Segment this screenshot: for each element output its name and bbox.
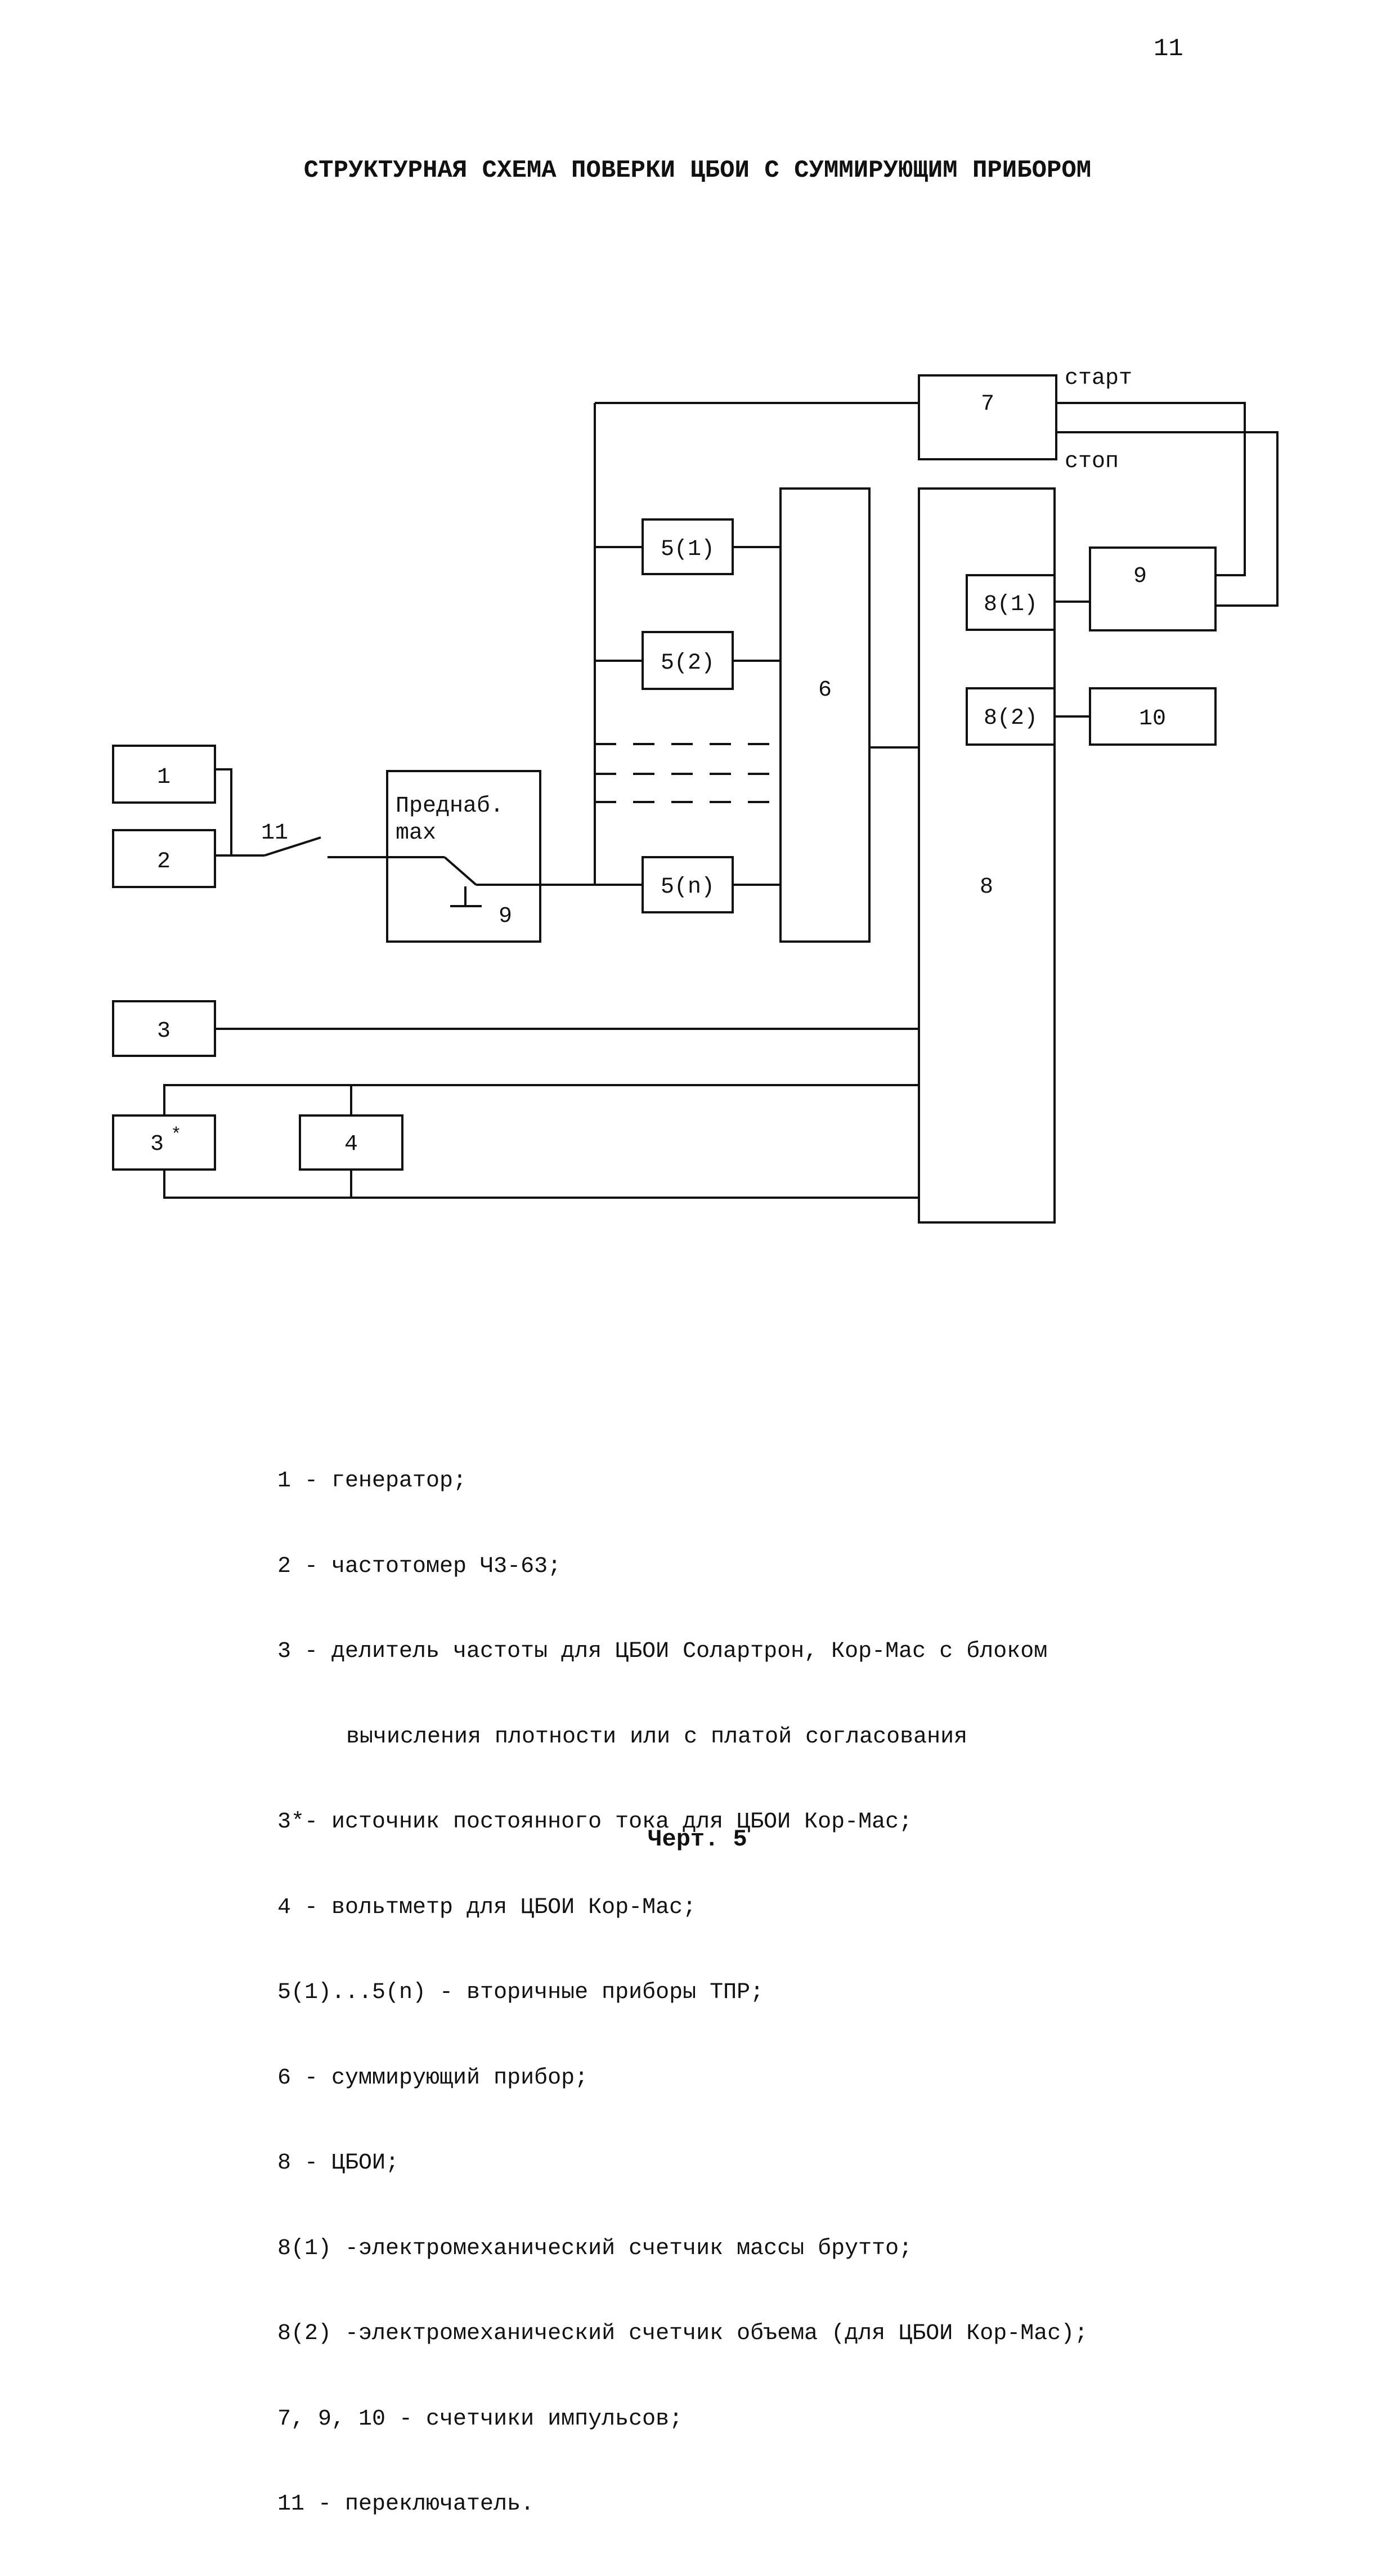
wire-3star-4-top xyxy=(163,1084,919,1115)
legend-item: 2 - частотомер Ч3-63; xyxy=(277,1553,562,1579)
block-5-2: 5(2) xyxy=(642,631,734,690)
preset-label-line1: Преднаб. xyxy=(396,794,504,819)
block-8-1: 8(1) xyxy=(966,574,1056,631)
block-7: 7 xyxy=(918,374,1057,460)
start-label: старт xyxy=(1065,366,1132,391)
legend-item-continuation: вычисления плотности или с платой соглас… xyxy=(346,1724,968,1750)
stop-label: стоп xyxy=(1065,449,1119,474)
block-3-label: 3 xyxy=(157,1019,171,1044)
block-4: 4 xyxy=(299,1114,403,1171)
block-1: 1 xyxy=(112,745,216,804)
block-3-star-superscript: * xyxy=(171,1125,181,1145)
switch-11-lever xyxy=(264,836,321,857)
block-5-1-label: 5(1) xyxy=(661,537,715,562)
switch-11-label: 11 xyxy=(261,821,288,846)
block-diagram: 1 2 11 Преднаб. max 9 5(1) 5(2) 5(n) 6 xyxy=(112,366,1279,1224)
block-9: 9 xyxy=(1089,546,1217,631)
legend-item: 8(1) -электромеханический счетчик массы … xyxy=(277,2235,913,2261)
block-3-star-label: 3 xyxy=(150,1132,164,1157)
block-1-label: 1 xyxy=(157,765,171,790)
legend-item: 1 - генератор; xyxy=(277,1468,467,1494)
document-page: 11 СТРУКТУРНАЯ СХЕМА ПОВЕРКИ ЦБОИ С СУММ… xyxy=(112,35,1279,2517)
block-3-star: 3 * xyxy=(112,1114,216,1171)
block-5-n-label: 5(n) xyxy=(661,875,715,900)
block-6: 6 xyxy=(779,487,871,943)
legend-item: 3 - делитель частоты для ЦБОИ Солартрон,… xyxy=(277,1639,1048,1664)
page-title: СТРУКТУРНАЯ СХЕМА ПОВЕРКИ ЦБОИ С СУММИРУ… xyxy=(303,156,1092,185)
block-8-2-label: 8(2) xyxy=(984,706,1038,731)
block-3: 3 xyxy=(112,1000,216,1057)
legend-item: 7, 9, 10 - счетчики импульсов; xyxy=(277,2406,683,2432)
block-2-label: 2 xyxy=(157,849,171,875)
legend-item: 8 - ЦБОИ; xyxy=(277,2151,400,2176)
block-8-1-label: 8(1) xyxy=(984,592,1038,617)
preset-label-line2: max xyxy=(396,821,436,846)
page-number: 11 xyxy=(1154,35,1183,63)
block-5-n: 5(n) xyxy=(642,856,734,913)
legend: 1 - генератор; 2 - частотомер Ч3-63; 3 -… xyxy=(277,1410,1088,2576)
legend-item: 6 - суммирующий прибор; xyxy=(277,2065,589,2091)
block-4-label: 4 xyxy=(344,1132,358,1157)
block-6-label: 6 xyxy=(818,678,832,703)
legend-item: 8(2) -электромеханический счетчик объема… xyxy=(277,2321,1088,2346)
block-8: 8 xyxy=(918,487,1056,1224)
block-8-label: 8 xyxy=(980,875,993,900)
legend-item: 4 - вольтметр для ЦБОИ Кор-Мас; xyxy=(277,1894,697,1920)
preset-switch-label: 9 xyxy=(499,904,512,929)
block-7-label: 7 xyxy=(981,392,994,417)
wire-3star-4-bottom xyxy=(163,1170,919,1199)
legend-item: 11 - переключатель. xyxy=(277,2492,535,2517)
block-preset: Преднаб. max 9 xyxy=(386,770,541,943)
wire-1-bracket xyxy=(215,768,232,855)
ellipsis-lines xyxy=(595,743,781,803)
block-9-label: 9 xyxy=(1133,564,1147,589)
block-5-1: 5(1) xyxy=(642,518,734,575)
wire-7-stop-to-9 xyxy=(1056,431,1279,607)
legend-item: 5(1)...5(n) - вторичные приборы ТПР; xyxy=(277,1980,764,2005)
figure-caption: Черт. 5 xyxy=(648,1826,747,1853)
block-5-2-label: 5(2) xyxy=(661,651,715,676)
block-10: 10 xyxy=(1089,687,1217,746)
wire-7-start-to-9 xyxy=(1056,402,1246,576)
block-10-label: 10 xyxy=(1139,706,1166,732)
block-2: 2 xyxy=(112,829,216,888)
preset-switch-9-lever xyxy=(443,856,477,886)
block-8-2: 8(2) xyxy=(966,687,1056,746)
preset-switch-9-ground xyxy=(450,886,482,907)
wires xyxy=(163,402,1279,1199)
legend-item: 3*- источник постоянного тока для ЦБОИ К… xyxy=(277,1809,913,1835)
